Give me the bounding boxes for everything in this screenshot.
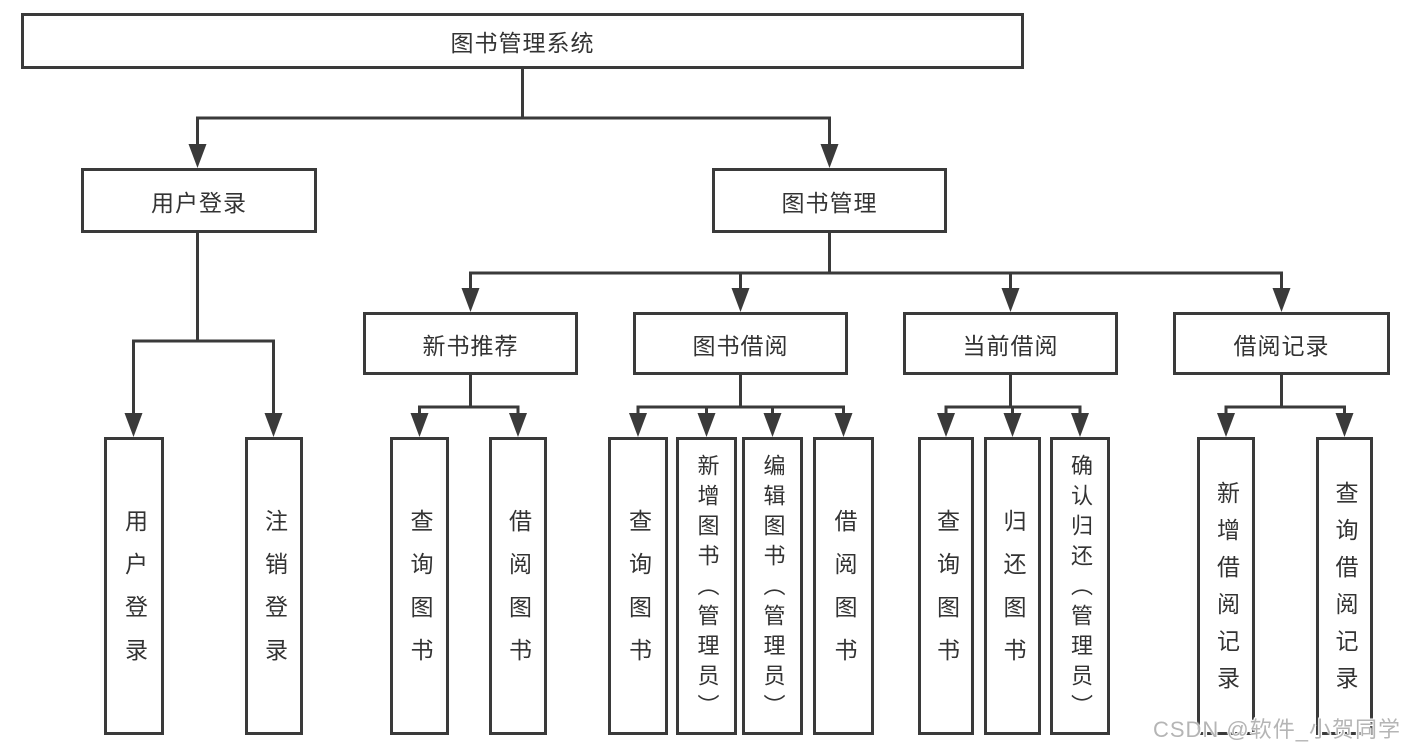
leaf-br-add-borrow-record-label: 新增借阅记录	[1213, 481, 1240, 703]
arrow-icon	[1335, 413, 1354, 437]
leaf-user-login-label: 用户登录	[121, 509, 148, 681]
leaf-nb-borrow-books-label: 借阅图书	[505, 509, 532, 681]
arrow-icon	[937, 413, 955, 437]
arrow-icon	[820, 144, 839, 168]
leaf-bb-edit-books-admin: 编辑图书（管理员）	[742, 437, 803, 735]
leaf-cb-confirm-return-admin: 确认归还（管理员）	[1050, 437, 1110, 735]
node-book-borrow-label: 图书借阅	[692, 332, 789, 359]
node-current-borrow: 当前借阅	[903, 312, 1118, 375]
leaf-br-query-borrow-record-label: 查询借阅记录	[1332, 481, 1358, 703]
leaf-bb-query-books: 查询图书	[608, 437, 668, 735]
leaf-cb-query-books-label: 查询图书	[933, 509, 960, 681]
leaf-br-query-borrow-record: 查询借阅记录	[1316, 437, 1373, 735]
leaf-bb-edit-books-admin-label: 编辑图书（管理员）	[760, 454, 786, 724]
node-borrow-records-label: 借阅记录	[1233, 332, 1330, 359]
leaf-cb-query-books: 查询图书	[918, 437, 974, 735]
arrow-icon	[731, 288, 750, 312]
leaf-cb-return-books-label: 归还图书	[1000, 509, 1026, 681]
leaf-logout: 注销登录	[245, 437, 303, 735]
node-new-book-recommend: 新书推荐	[363, 312, 578, 375]
node-current-borrow-label: 当前借阅	[962, 332, 1059, 359]
leaf-bb-add-books-admin: 新增图书（管理员）	[676, 437, 737, 735]
arrow-icon	[1272, 288, 1291, 312]
arrow-icon	[461, 288, 480, 312]
csdn-watermark: CSDN @软件_小贺同学	[1152, 717, 1401, 742]
node-root: 图书管理系统	[21, 13, 1024, 69]
leaf-bb-add-books-admin-label: 新增图书（管理员）	[694, 454, 720, 724]
leaf-br-add-borrow-record: 新增借阅记录	[1197, 437, 1255, 735]
node-book-management: 图书管理	[712, 168, 947, 233]
arrowheads	[124, 144, 1354, 437]
arrow-icon	[1001, 288, 1020, 312]
leaf-logout-label: 注销登录	[261, 509, 288, 681]
arrow-icon	[1217, 413, 1235, 437]
node-user-login: 用户登录	[81, 168, 317, 233]
arrow-icon	[264, 413, 283, 437]
arrow-icon	[1071, 413, 1089, 437]
arrow-icon	[124, 413, 143, 437]
leaf-cb-return-books: 归还图书	[984, 437, 1041, 735]
arrow-icon	[763, 413, 782, 437]
arrow-icon	[834, 413, 853, 437]
node-root-label: 图书管理系统	[450, 30, 595, 56]
leaf-bb-borrow-books: 借阅图书	[813, 437, 874, 735]
arrow-icon	[188, 144, 207, 168]
node-book-borrow: 图书借阅	[633, 312, 848, 375]
leaf-user-login: 用户登录	[104, 437, 164, 735]
arrow-icon	[509, 413, 527, 437]
leaf-nb-query-books: 查询图书	[390, 437, 449, 735]
arrow-icon	[697, 413, 716, 437]
arrow-icon	[629, 413, 647, 437]
leaf-nb-query-books-label: 查询图书	[407, 509, 433, 681]
leaf-nb-borrow-books: 借阅图书	[489, 437, 547, 735]
node-user-login-label: 用户登录	[151, 189, 247, 216]
leaf-bb-query-books-label: 查询图书	[625, 509, 652, 681]
arrow-icon	[410, 413, 429, 437]
node-borrow-records: 借阅记录	[1173, 312, 1390, 375]
arrow-icon	[1003, 413, 1022, 437]
leaf-bb-borrow-books-label: 借阅图书	[831, 509, 857, 681]
leaf-cb-confirm-return-admin-label: 确认归还（管理员）	[1068, 454, 1093, 724]
node-book-management-label: 图书管理	[781, 189, 878, 216]
node-new-book-recommend-label: 新书推荐	[422, 332, 519, 359]
